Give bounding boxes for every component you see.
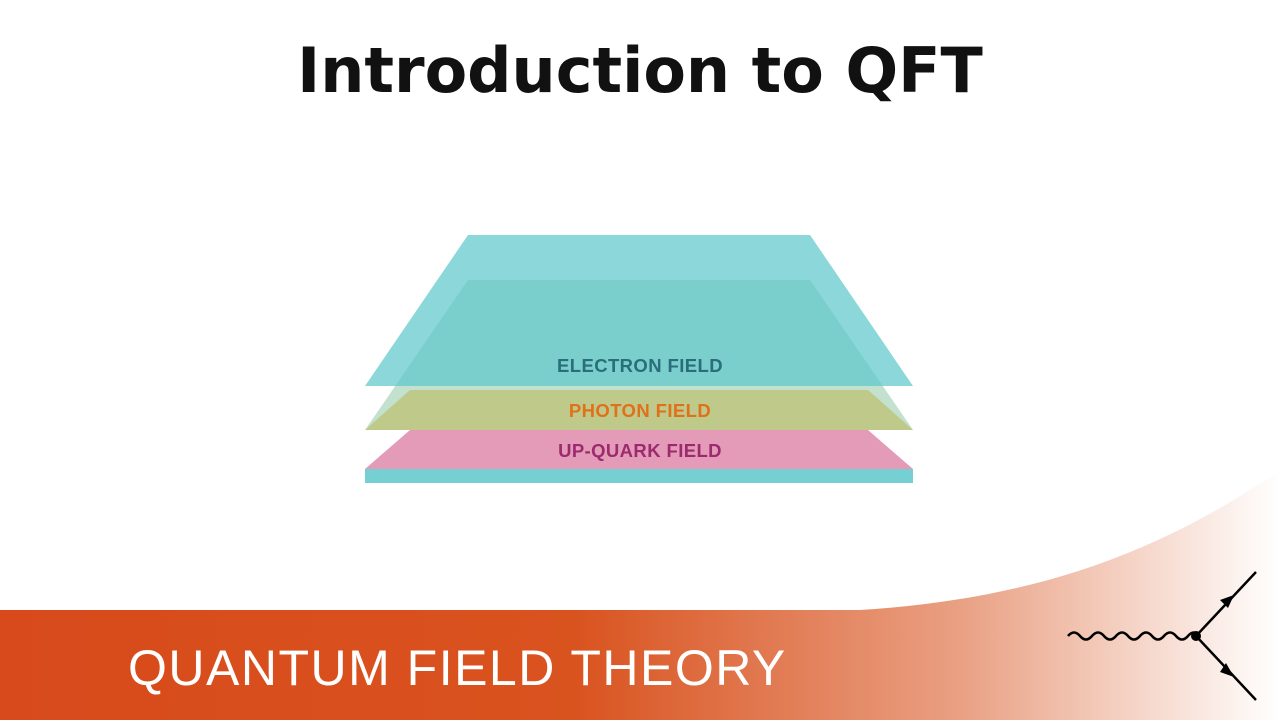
up-quark-field-label: UP-QUARK FIELD (558, 440, 722, 461)
bottom-electron-sheet (365, 469, 913, 483)
up-quark-field-layer (365, 430, 913, 469)
banner-curve (0, 470, 1280, 720)
feynman-vertex-icon (1067, 571, 1257, 701)
photon-field-label: PHOTON FIELD (569, 400, 711, 421)
slide-title: Introduction to QFT (297, 34, 983, 107)
electron-field-label: ELECTRON FIELD (557, 355, 723, 376)
banner-title: QUANTUM FIELD THEORY (128, 640, 787, 696)
electron-field-layer (365, 235, 913, 386)
